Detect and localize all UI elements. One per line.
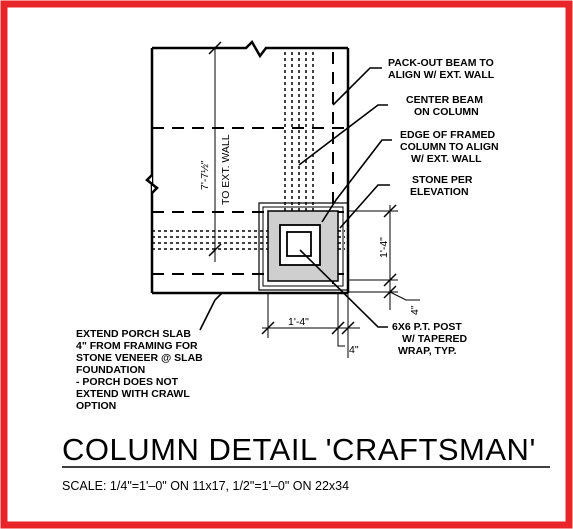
leader-lines xyxy=(199,67,392,331)
stone-veneer-outline xyxy=(258,202,349,291)
label-post-2: W/ TAPERED xyxy=(402,333,468,345)
dim-to-ext-wall xyxy=(205,41,225,262)
label-pack-out-1: PACK-OUT BEAM TO xyxy=(388,57,494,69)
label-stone-2: ELEVATION xyxy=(410,186,469,198)
stone-veneer-inner xyxy=(262,206,344,287)
label-center-beam-2: ON COLUMN xyxy=(414,106,479,118)
label-pack-out-2: ALIGN W/ EXT. WALL xyxy=(388,69,495,81)
label-porch-1: EXTEND PORCH SLAB xyxy=(76,328,191,340)
dim-to-ext-wall-label: TO EXT. WALL xyxy=(220,134,232,205)
post-6x6 xyxy=(286,231,312,257)
page-title: COLUMN DETAIL 'CRAFTSMAN' xyxy=(62,432,536,467)
label-porch-5: - PORCH DOES NOT xyxy=(76,376,179,388)
center-beam-horizontal xyxy=(152,230,345,250)
label-stone-1: STONE PER xyxy=(412,174,473,186)
dim-bottom-gap: 4" xyxy=(349,344,359,356)
label-porch-2: 4" FROM FRAMING FOR xyxy=(76,340,198,352)
dim-right-gap: 4" xyxy=(409,305,421,315)
label-porch-4: FOUNDATION xyxy=(76,364,145,376)
scale-note: SCALE: 1/4"=1'–0" ON 11x17, 1/2"=1'–0" O… xyxy=(62,479,349,493)
dim-right-column-width: 1'-4" xyxy=(378,237,390,258)
label-edge-3: W/ EXT. WALL xyxy=(411,153,482,165)
label-edge-2: COLUMN TO ALIGN xyxy=(400,141,499,153)
label-porch-6: EXTEND WITH CRAWL xyxy=(76,388,190,400)
dim-bottom-column-width: 1'-4" xyxy=(288,316,309,328)
label-post-1: 6X6 P.T. POST xyxy=(392,321,462,333)
label-porch-3: STONE VENEER @ SLAB xyxy=(76,352,203,364)
label-edge-1: EDGE OF FRAMED xyxy=(400,129,496,141)
dim-bottom-horizontal xyxy=(261,293,360,358)
label-center-beam-1: CENTER BEAM xyxy=(406,94,483,106)
dim-to-ext-wall-value: 7'-7½" xyxy=(199,160,211,190)
porch-slab-outline xyxy=(145,39,350,295)
dim-right-vertical xyxy=(348,204,420,310)
label-post-3: WRAP, TYP. xyxy=(398,345,457,357)
annotation-labels: PACK-OUT BEAM TO ALIGN W/ EXT. WALL CENT… xyxy=(76,57,499,412)
label-porch-7: OPTION xyxy=(76,400,116,412)
